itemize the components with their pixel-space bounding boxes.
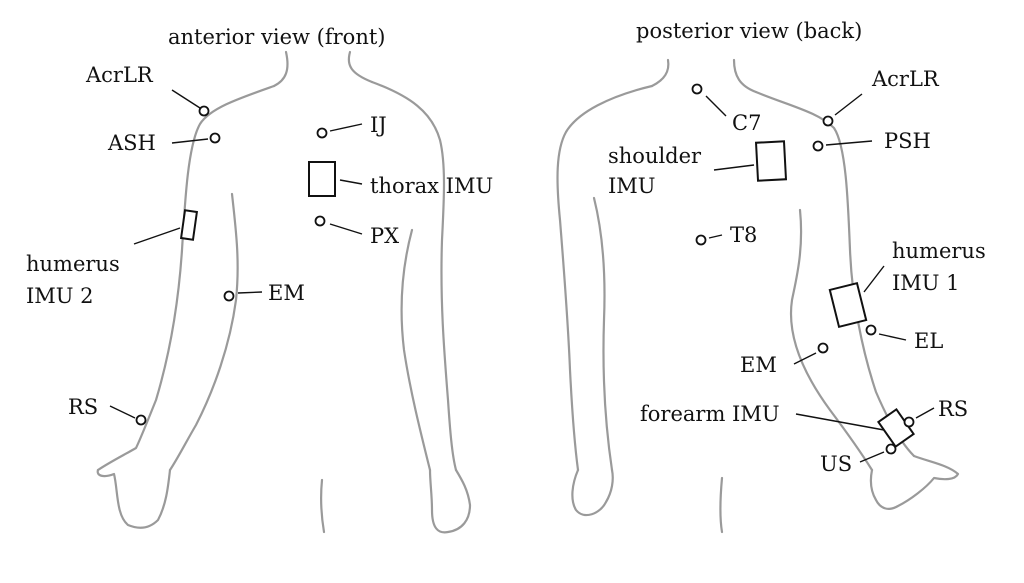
front-rs-leader — [109, 405, 136, 419]
humerus-imu2-label-line1: humerus — [26, 252, 120, 276]
back-em-marker — [817, 342, 829, 354]
back-rs-marker — [903, 416, 915, 428]
back-psh-marker — [812, 140, 824, 152]
front-ash-marker — [209, 132, 221, 144]
forearm-imu-label: forearm IMU — [640, 402, 780, 426]
front-acrlr-leader — [171, 89, 201, 109]
back-body-outline — [556, 58, 960, 534]
shoulder-imu-label-line2: IMU — [608, 174, 656, 198]
front-px-label: PX — [370, 224, 399, 248]
back-c7-marker — [691, 83, 703, 95]
forearm-imu-sensor — [876, 408, 916, 448]
back-rs-leader — [915, 407, 935, 419]
back-c7-leader — [705, 95, 727, 117]
front-rs-marker — [135, 414, 147, 426]
shoulder-imu-leader — [713, 164, 755, 171]
front-body-outline — [96, 50, 472, 534]
back-el-leader — [878, 333, 907, 341]
back-us-leader — [859, 451, 885, 463]
back-acrlr-label: AcrLR — [871, 67, 940, 91]
back-em-leader — [793, 352, 817, 365]
front-px-marker — [314, 215, 326, 227]
front-em-label: EM — [268, 281, 305, 305]
back-t8-leader — [708, 234, 723, 239]
forearm-imu-leader — [795, 413, 885, 431]
humerus-imu2-leader — [133, 227, 181, 245]
front-acrlr-label: AcrLR — [85, 63, 154, 87]
front-px-leader — [329, 223, 363, 235]
humerus-imu2-label-line2: IMU 2 — [26, 284, 94, 308]
back-el-marker — [865, 324, 877, 336]
front-ij-label: IJ — [370, 113, 387, 137]
back-psh-leader — [825, 140, 873, 146]
humerus-imu1-leader — [863, 265, 885, 293]
back-psh-label: PSH — [884, 129, 931, 153]
shoulder-imu-label-line1: shoulder — [608, 144, 702, 168]
back-us-marker — [885, 443, 897, 455]
front-em-leader — [237, 291, 263, 294]
front-view-title: anterior view (front) — [168, 25, 386, 49]
back-el-label: EL — [914, 329, 943, 353]
back-t8-label: T8 — [730, 223, 757, 247]
front-ash-label: ASH — [107, 131, 156, 155]
back-rs-label: RS — [938, 397, 968, 421]
thorax-imu-leader — [339, 179, 363, 185]
back-us-label: US — [820, 452, 852, 476]
front-rs-label: RS — [68, 395, 98, 419]
front-em-marker — [223, 290, 235, 302]
humerus-imu2-sensor — [179, 209, 199, 241]
back-c7-label: C7 — [732, 111, 761, 135]
back-view-title: posterior view (back) — [636, 19, 862, 43]
humerus-imu1-label-line1: humerus — [892, 239, 986, 263]
back-acrlr-leader — [834, 93, 863, 116]
humerus-imu1-sensor — [828, 281, 868, 329]
front-acrlr-marker — [198, 105, 210, 117]
thorax-imu-sensor — [308, 161, 336, 197]
back-em-label: EM — [740, 353, 777, 377]
front-ij-marker — [316, 127, 328, 139]
back-t8-marker — [695, 234, 707, 246]
humerus-imu1-label-line2: IMU 1 — [892, 271, 960, 295]
front-ij-leader — [329, 123, 363, 132]
thorax-imu-label: thorax IMU — [370, 174, 493, 198]
front-ash-leader — [171, 138, 209, 144]
back-acrlr-marker — [822, 115, 834, 127]
shoulder-imu-sensor — [754, 140, 788, 182]
